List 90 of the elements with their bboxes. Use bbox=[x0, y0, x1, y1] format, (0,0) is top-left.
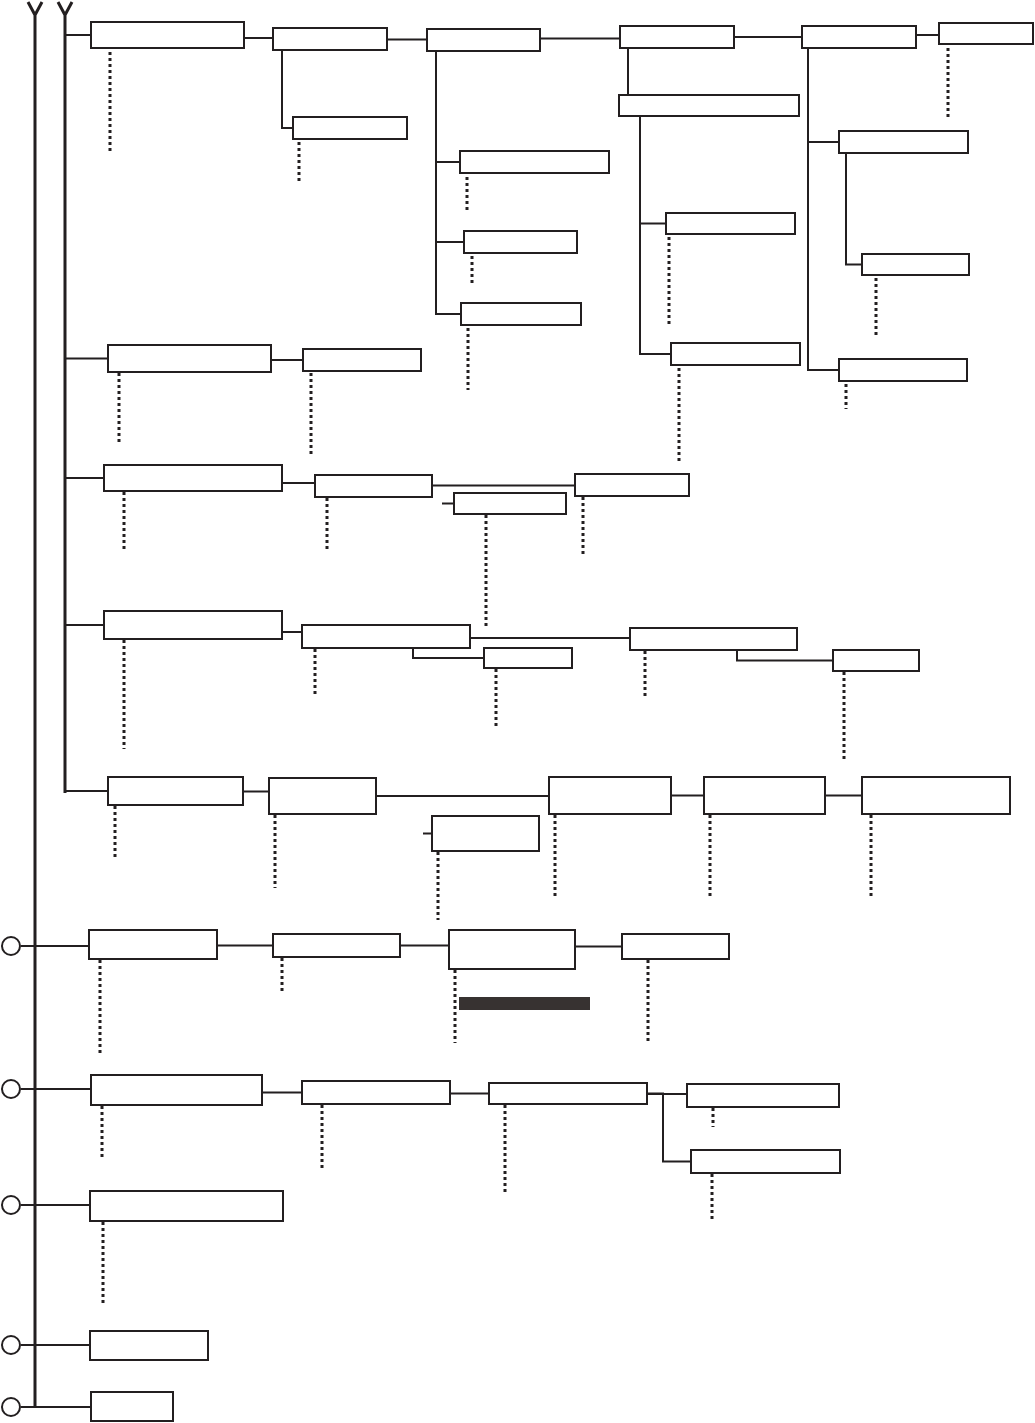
empty-box bbox=[90, 1391, 174, 1422]
connector-line bbox=[217, 944, 273, 947]
connector-line bbox=[671, 794, 704, 797]
empty-box bbox=[88, 929, 218, 960]
connector-line bbox=[65, 790, 108, 792]
empty-box bbox=[107, 344, 272, 373]
connector-line bbox=[736, 650, 833, 662]
connector-line bbox=[376, 795, 549, 797]
circle-shape bbox=[1, 1335, 21, 1355]
connector-line bbox=[412, 648, 484, 659]
connector-line bbox=[807, 48, 839, 371]
connector-line bbox=[470, 637, 630, 639]
empty-box bbox=[103, 464, 283, 492]
circle-shape bbox=[1, 1195, 21, 1215]
empty-box bbox=[90, 21, 245, 49]
empty-box bbox=[548, 776, 672, 815]
empty-box bbox=[938, 22, 1034, 45]
empty-box bbox=[832, 649, 920, 672]
connector-line bbox=[639, 116, 671, 355]
empty-box bbox=[301, 624, 471, 649]
empty-box bbox=[488, 1082, 648, 1105]
empty-box bbox=[861, 776, 1011, 815]
empty-box bbox=[89, 1330, 209, 1361]
empty-box bbox=[459, 150, 610, 174]
empty-box bbox=[268, 777, 377, 815]
connector-line bbox=[65, 34, 91, 36]
connector-line bbox=[262, 1091, 302, 1094]
empty-box bbox=[483, 647, 573, 669]
empty-box bbox=[690, 1149, 841, 1174]
empty-box bbox=[453, 492, 567, 515]
empty-box bbox=[426, 28, 541, 52]
empty-box bbox=[103, 610, 283, 640]
connector-line bbox=[20, 1088, 91, 1090]
connector-line bbox=[441, 502, 454, 505]
empty-box bbox=[107, 776, 244, 806]
empty-box bbox=[448, 929, 576, 970]
connector-line bbox=[387, 38, 427, 41]
connector-line bbox=[400, 944, 449, 947]
empty-box bbox=[89, 1190, 284, 1222]
connector-line bbox=[627, 48, 629, 95]
connector-line bbox=[734, 36, 802, 38]
connector-line bbox=[243, 790, 269, 793]
empty-box bbox=[618, 94, 800, 117]
empty-box bbox=[292, 116, 408, 140]
empty-box bbox=[314, 474, 433, 498]
connector-line bbox=[422, 832, 432, 835]
connector-line bbox=[65, 624, 104, 626]
empty-box bbox=[621, 933, 730, 960]
connector-line bbox=[845, 153, 862, 266]
empty-box bbox=[302, 348, 422, 372]
empty-box bbox=[574, 473, 690, 497]
empty-box bbox=[861, 253, 970, 276]
empty-box bbox=[90, 1074, 263, 1106]
connector-line bbox=[540, 37, 620, 40]
connector-line bbox=[65, 357, 108, 360]
connector-line bbox=[432, 484, 575, 487]
connector-line bbox=[20, 1344, 90, 1346]
connector-line bbox=[825, 794, 862, 797]
empty-box bbox=[301, 1080, 451, 1105]
empty-box bbox=[838, 130, 969, 154]
circle-shape bbox=[1, 1079, 21, 1099]
empty-box bbox=[272, 933, 401, 958]
connector-line bbox=[282, 631, 302, 633]
circle-shape bbox=[1, 1397, 21, 1417]
empty-box bbox=[619, 25, 735, 49]
connector-line bbox=[435, 51, 461, 315]
connector-line bbox=[65, 477, 104, 479]
connector-line bbox=[244, 37, 273, 39]
empty-box bbox=[629, 627, 798, 651]
empty-box bbox=[460, 302, 582, 326]
connector-line bbox=[916, 34, 939, 36]
empty-box bbox=[665, 212, 796, 235]
connector-line bbox=[271, 359, 303, 361]
connector-line bbox=[20, 945, 89, 947]
connector-line bbox=[282, 482, 315, 484]
connector-line bbox=[20, 1406, 91, 1408]
connector-line bbox=[647, 1092, 691, 1163]
connector-line bbox=[450, 1092, 489, 1095]
empty-box bbox=[431, 815, 540, 852]
connector-line bbox=[281, 50, 293, 129]
empty-box bbox=[463, 230, 578, 254]
empty-box bbox=[272, 27, 388, 51]
empty-box bbox=[670, 342, 801, 366]
connector-line bbox=[20, 1204, 90, 1206]
empty-box bbox=[703, 776, 826, 815]
empty-box bbox=[801, 25, 917, 49]
circle-shape bbox=[1, 936, 21, 956]
connector-line bbox=[575, 945, 622, 948]
empty-box bbox=[838, 358, 968, 382]
empty-box bbox=[686, 1083, 840, 1108]
